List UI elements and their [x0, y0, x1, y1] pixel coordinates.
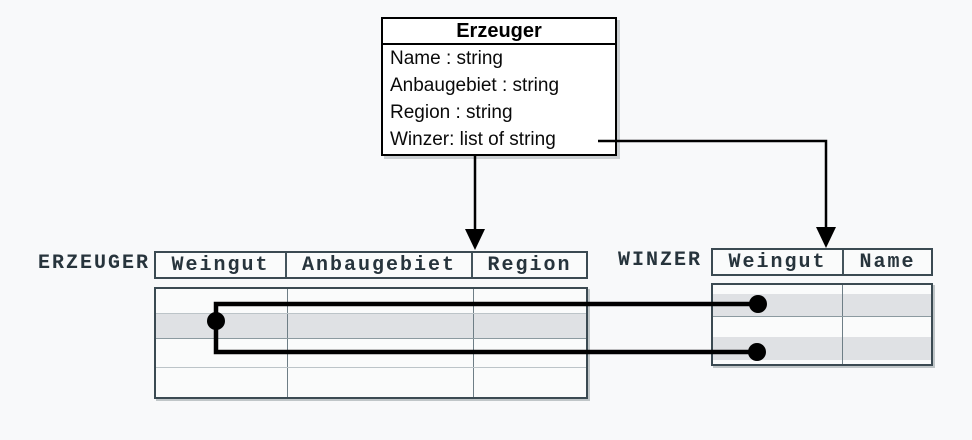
- arrowhead-winzer-icon: [816, 227, 836, 248]
- erzeuger-highlighted-row: [156, 313, 586, 338]
- arrowhead-erzeuger-icon: [465, 229, 485, 250]
- erzeuger-column-separator: [287, 289, 288, 397]
- erzeuger-row-separator: [156, 338, 586, 339]
- erzeuger-column-separator: [473, 289, 474, 397]
- erzeuger-header-row: Weingut Anbaugebiet Region: [154, 251, 588, 279]
- uml-attribute: Region : string: [390, 102, 513, 123]
- winzer-column-separator: [842, 285, 843, 364]
- uml-attribute: Anbaugebiet : string: [390, 75, 560, 96]
- winzer-table-label: WINZER: [618, 249, 703, 272]
- erzeuger-row-separator: [156, 367, 586, 368]
- erzeuger-col-region: Region: [487, 253, 572, 277]
- erzeuger-row-separator: [156, 313, 586, 314]
- winzer-table-body: [711, 283, 933, 366]
- winzer-highlighted-row: [713, 337, 931, 360]
- uml-attribute: Name : string: [390, 48, 503, 69]
- winzer-highlighted-row: [713, 294, 931, 316]
- arrow-attribute-to-winzer: [598, 139, 828, 231]
- erzeuger-col-anbaugebiet: Anbaugebiet: [287, 253, 473, 277]
- uml-class-title: Erzeuger: [383, 19, 615, 45]
- winzer-row-separator: [713, 316, 931, 317]
- erzeuger-table-label: ERZEUGER: [38, 252, 151, 275]
- winzer-header-row: Weingut Name: [711, 248, 933, 276]
- uml-attribute: Winzer: list of string: [390, 129, 556, 150]
- winzer-col-weingut: Weingut: [713, 250, 844, 274]
- uml-class-box: Erzeuger Name : string Anbaugebiet : str…: [381, 17, 617, 156]
- winzer-col-name: Name: [859, 250, 916, 274]
- erzeuger-table-body: [154, 287, 588, 399]
- erzeuger-col-weingut: Weingut: [156, 253, 287, 277]
- uml-attribute-list: Name : string Anbaugebiet : string Regio…: [383, 45, 615, 153]
